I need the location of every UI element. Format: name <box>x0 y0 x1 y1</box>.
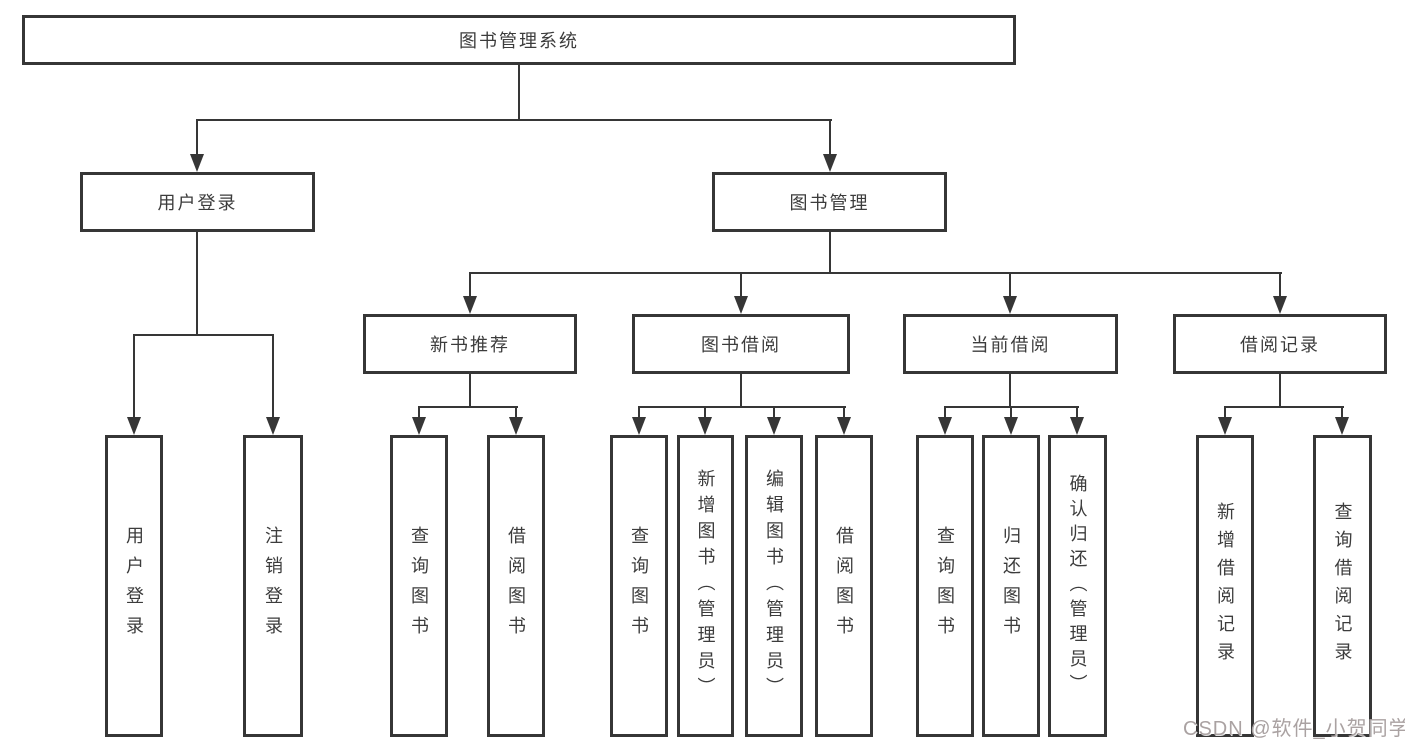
node-label: 当前借阅 <box>970 335 1051 355</box>
connector-leaf-stem <box>1010 406 1012 421</box>
arrow-down-icon <box>190 154 204 172</box>
node-borrow-record: 借阅记录 <box>1173 314 1387 374</box>
node-leaf-cb-return-book: 归还图书 <box>982 435 1040 737</box>
connector-leaf-stem <box>515 406 517 421</box>
connector-leaf-stem <box>944 406 946 421</box>
arrow-down-icon <box>823 154 837 172</box>
node-leaf-bb-borrow-book: 借阅图书 <box>815 435 873 737</box>
node-current-borrow: 当前借阅 <box>903 314 1118 374</box>
node-new-book-recommend: 新书推荐 <box>363 314 577 374</box>
connector-leaf-stem <box>1341 406 1343 421</box>
node-label: 归还图书 <box>1001 526 1021 646</box>
node-label: 借阅图书 <box>834 526 854 646</box>
node-label: 用户登录 <box>157 193 238 213</box>
node-label: 新增图书（管理员） <box>695 469 716 703</box>
connector-branch-stem <box>1009 272 1011 300</box>
arrow-down-icon <box>463 296 477 314</box>
arrow-down-icon <box>127 417 141 435</box>
connector-group-stem <box>1009 374 1011 408</box>
csdn-watermark: CSDN @软件_小贺同学 <box>1183 718 1405 740</box>
connector-leaf-stem <box>638 406 640 421</box>
connector-group-bar <box>418 406 518 408</box>
node-leaf-bb-add-book-admin: 新增图书（管理员） <box>677 435 734 737</box>
connector-book-mgmt-down <box>829 232 831 274</box>
node-label: 新增借阅记录 <box>1215 502 1235 670</box>
arrow-down-icon <box>509 417 523 435</box>
arrow-down-icon <box>1070 417 1084 435</box>
node-book-management: 图书管理 <box>712 172 947 232</box>
connector-group-stem <box>740 374 742 408</box>
node-leaf-nb-query-book: 查询图书 <box>390 435 448 737</box>
arrow-down-icon <box>266 417 280 435</box>
connector-leaf-stem <box>272 334 274 421</box>
connector-level1-bar <box>196 119 832 121</box>
arrow-down-icon <box>1335 417 1349 435</box>
node-label: 新书推荐 <box>430 335 510 355</box>
node-label: 查询图书 <box>629 526 649 646</box>
node-label: 图书管理 <box>789 193 870 213</box>
node-book-borrow: 图书借阅 <box>632 314 850 374</box>
connector-leaf-stem <box>773 406 775 421</box>
node-leaf-nb-borrow-book: 借阅图书 <box>487 435 545 737</box>
connector-root-stem <box>518 65 520 121</box>
connector-book-mgmt-stem <box>829 119 831 157</box>
arrow-down-icon <box>938 417 952 435</box>
node-label: 借阅图书 <box>506 526 526 646</box>
node-label: 用户登录 <box>124 526 144 646</box>
arrow-down-icon <box>632 417 646 435</box>
node-label: 借阅记录 <box>1240 335 1320 355</box>
node-label: 注销登录 <box>263 526 283 646</box>
node-label: 查询图书 <box>409 526 429 646</box>
node-leaf-br-add-record: 新增借阅记录 <box>1196 435 1254 737</box>
arrow-down-icon <box>734 296 748 314</box>
node-leaf-user-login: 用户登录 <box>105 435 163 737</box>
node-leaf-bb-query-book: 查询图书 <box>610 435 668 737</box>
node-leaf-cb-confirm-return-admin: 确认归还（管理员） <box>1048 435 1107 737</box>
arrow-down-icon <box>1003 296 1017 314</box>
arrow-down-icon <box>1218 417 1232 435</box>
connector-group-bar <box>638 406 846 408</box>
connector-leaf-stem <box>843 406 845 421</box>
arrow-down-icon <box>1273 296 1287 314</box>
node-label: 查询图书 <box>935 526 955 646</box>
arrow-down-icon <box>698 417 712 435</box>
node-label: 编辑图书（管理员） <box>764 469 784 703</box>
connector-leaf-stem <box>1076 406 1078 421</box>
arrow-down-icon <box>837 417 851 435</box>
connector-user-login-down <box>196 232 198 336</box>
connector-leaf-stem <box>1224 406 1226 421</box>
connector-user-login-bar <box>133 334 274 336</box>
node-leaf-cb-query-book: 查询图书 <box>916 435 974 737</box>
connector-leaf-stem <box>418 406 420 421</box>
node-label: 图书借阅 <box>701 335 781 355</box>
connector-leaf-stem <box>133 334 135 421</box>
connector-branch-stem <box>469 272 471 300</box>
connector-branch-stem <box>1279 272 1281 300</box>
node-leaf-br-query-record: 查询借阅记录 <box>1313 435 1372 737</box>
arrow-down-icon <box>767 417 781 435</box>
node-leaf-bb-edit-book-admin: 编辑图书（管理员） <box>745 435 803 737</box>
connector-group-stem <box>1279 374 1281 408</box>
connector-user-login-stem <box>196 119 198 157</box>
node-label: 确认归还（管理员） <box>1067 473 1088 699</box>
connector-group-stem <box>469 374 471 408</box>
node-library-management-system: 图书管理系统 <box>22 15 1016 65</box>
arrow-down-icon <box>412 417 426 435</box>
connector-book-mgmt-bar <box>469 272 1282 274</box>
connector-leaf-stem <box>704 406 706 421</box>
node-label: 查询借阅记录 <box>1332 502 1353 670</box>
node-user-login: 用户登录 <box>80 172 315 232</box>
node-leaf-logout-login: 注销登录 <box>243 435 303 737</box>
arrow-down-icon <box>1004 417 1018 435</box>
connector-branch-stem <box>740 272 742 300</box>
connector-group-bar <box>1224 406 1344 408</box>
node-label: 图书管理系统 <box>459 31 579 51</box>
